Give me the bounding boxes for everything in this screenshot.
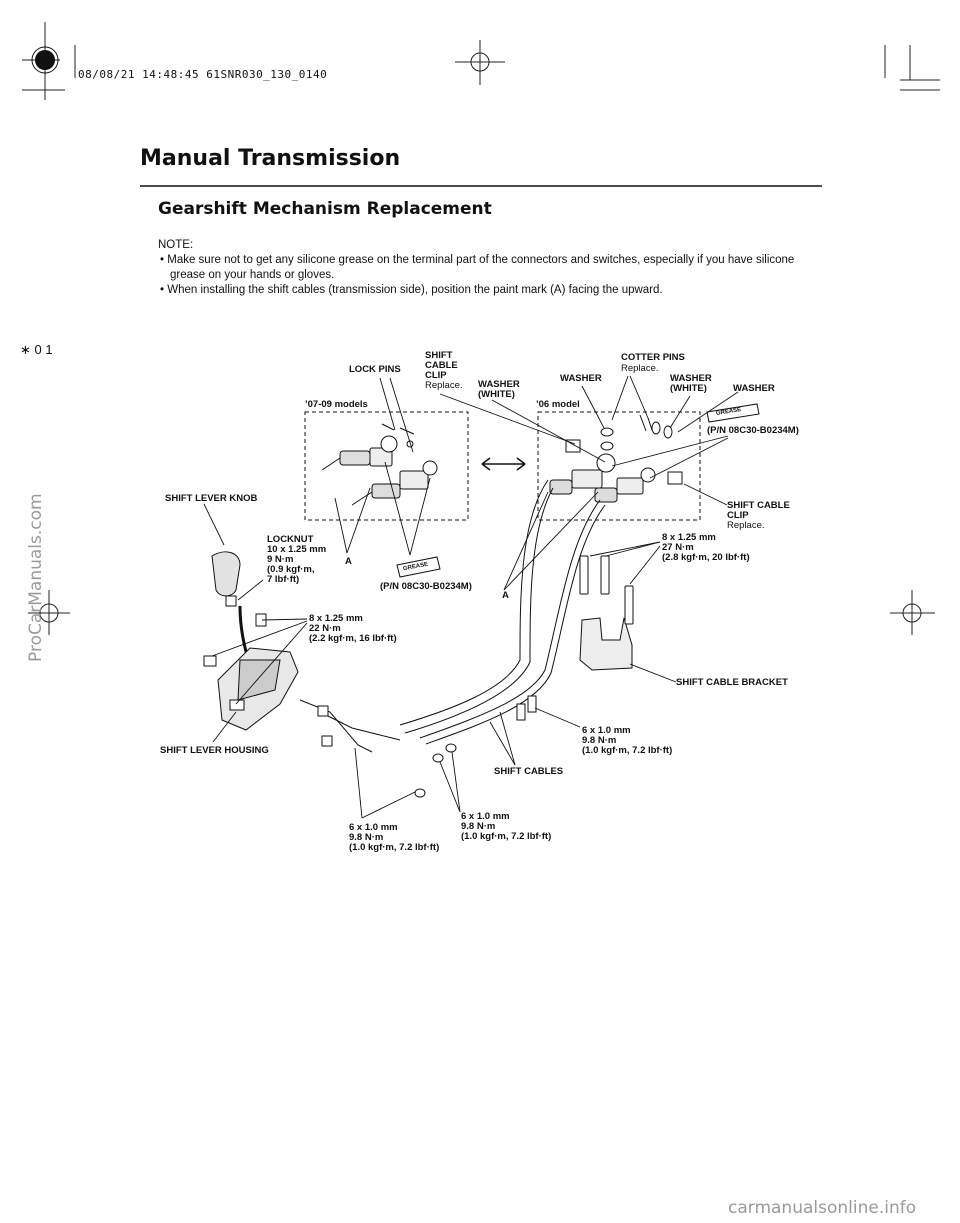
label-bolt-torque: 8 x 1.25 mm 22 N·m (2.2 kgf·m, 16 lbf·ft… xyxy=(309,613,397,644)
label-shift-cable-clip: SHIFT CABLE CLIP xyxy=(425,350,458,381)
label-bolt-torque: 6 x 1.0 mm 9.8 N·m (1.0 kgf·m, 7.2 lbf·f… xyxy=(349,822,440,853)
print-stamp: 08/08/21 14:48:45 61SNR030_130_0140 xyxy=(78,68,328,81)
margin-mark: ∗ 0 1 xyxy=(20,342,53,357)
label-replace: Replace. xyxy=(621,363,659,374)
note-heading: NOTE: xyxy=(158,239,194,251)
registration-target-icon xyxy=(35,50,55,70)
label-07-09-models: ’07-09 models xyxy=(305,399,368,410)
label-shift-cable-clip: SHIFT CABLE CLIP xyxy=(727,500,790,521)
label-bolt-torque: 6 x 1.0 mm 9.8 N·m (1.0 kgf·m, 7.2 lbf·f… xyxy=(461,811,552,842)
bolt-icon xyxy=(579,555,634,625)
label-shift-cables: SHIFT CABLES xyxy=(494,766,564,777)
label-replace: Replace. xyxy=(425,380,463,391)
models-07-09-box xyxy=(304,411,469,521)
label-shift-lever-knob: SHIFT LEVER KNOB xyxy=(165,493,258,504)
lock-pin-icon xyxy=(381,423,415,435)
note-item: • Make sure not to get any silicone grea… xyxy=(160,254,795,281)
note-item: • When installing the shift cables (tran… xyxy=(160,284,663,296)
page-title: Manual Transmission xyxy=(140,146,401,171)
side-watermark: ProCarManuals.com xyxy=(26,493,46,662)
label-06-model: ’06 model xyxy=(536,399,580,410)
model-06-box xyxy=(537,411,701,521)
note-block: NOTE: • Make sure not to get any silicon… xyxy=(158,238,818,298)
label-shift-lever-housing: SHIFT LEVER HOUSING xyxy=(160,745,269,756)
label-washer: WASHER xyxy=(560,373,602,384)
label-cotter-pins: COTTER PINS xyxy=(621,352,685,363)
cotter-pin-icon xyxy=(639,414,653,432)
cable-end-left-upper xyxy=(321,435,398,471)
label-lock-pins: LOCK PINS xyxy=(349,364,401,375)
grease-tube-icon xyxy=(396,403,760,578)
label-washer-white: WASHER (WHITE) xyxy=(478,379,520,400)
washer-icon xyxy=(600,427,614,437)
shift-cable-1 xyxy=(399,479,549,726)
label-replace: Replace. xyxy=(727,520,765,531)
shift-cable-bracket xyxy=(579,617,633,671)
cable-end-right-lower xyxy=(594,467,656,503)
label-bolt-torque: 6 x 1.0 mm 9.8 N·m (1.0 kgf·m, 7.2 lbf·f… xyxy=(582,725,673,756)
section-title: Gearshift Mechanism Replacement xyxy=(158,199,492,219)
label-washer-white: WASHER (WHITE) xyxy=(670,373,712,394)
cable-end-right-upper xyxy=(549,453,616,495)
cable-end-left-lower xyxy=(351,460,438,506)
label-washer: WASHER xyxy=(733,383,775,394)
shift-lever-knob xyxy=(211,551,241,597)
label-bolt-torque: 8 x 1.25 mm 27 N·m (2.8 kgf·m, 20 lbf·ft… xyxy=(662,532,750,563)
label-shift-cable-bracket: SHIFT CABLE BRACKET xyxy=(676,677,788,688)
footer-watermark: carmanualsonline.info xyxy=(728,1198,917,1218)
double-arrow-icon xyxy=(481,457,526,471)
label-paint-mark-a: A xyxy=(502,590,509,601)
label-part-number: (P/N 08C30-B0234M) xyxy=(707,425,799,436)
label-paint-mark-a: A xyxy=(345,556,352,567)
label-part-number: (P/N 08C30-B0234M) xyxy=(380,581,472,592)
label-locknut: LOCKNUT 10 x 1.25 mm 9 N·m (0.9 kgf·m, 7… xyxy=(267,534,327,585)
leader-lines xyxy=(203,375,739,819)
